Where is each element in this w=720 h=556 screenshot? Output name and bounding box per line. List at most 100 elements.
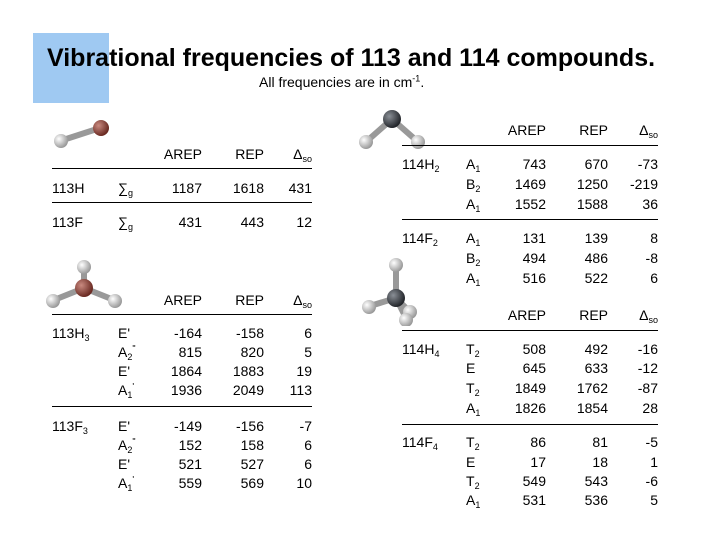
header-arep: AREP [163,146,202,162]
dso-value: -16 [637,341,658,357]
arep-value: 549 [522,473,546,489]
compound-114h2: 114H2 [402,156,440,174]
dso-value: 5 [650,492,658,508]
divider [402,219,658,220]
divider [402,330,658,331]
header-rep: REP [235,292,264,308]
arep-value: 516 [522,270,546,286]
dso-value: -7 [299,418,312,434]
symmetry-label: A1 [466,196,481,214]
rep-value: 486 [584,250,608,266]
rep-value: 2049 [232,382,264,398]
rep-value: 443 [240,214,264,230]
divider [402,424,658,425]
arep-value: 743 [522,156,546,172]
compound-114f2: 114F2 [402,230,438,248]
header-delta-so: Δso [639,307,658,325]
header-rep: REP [579,122,608,138]
header-delta-so: Δso [639,122,658,140]
symmetry-label: B2 [466,176,481,194]
arep-value: 86 [530,434,546,450]
symmetry-label: A2" [118,436,136,455]
dso-value: 6 [650,270,658,286]
rep-value: 1588 [576,196,608,212]
divider [52,314,312,315]
symmetry-label: A1 [466,400,481,418]
symmetry-label: A1 [466,492,481,510]
dso-value: 28 [642,400,658,416]
compound-113h3: 113H3 [52,325,90,343]
symmetry-label: E [466,360,476,376]
dso-value: -219 [629,176,658,192]
rep-value: 522 [584,270,608,286]
rep-value: -156 [235,418,264,434]
symmetry-label: ∑g [118,214,133,232]
molecule-113h3-icon [46,260,122,308]
rep-value: 527 [240,456,264,472]
divider [52,202,312,203]
dso-value: 6 [304,437,312,453]
compound-113h: 113H [52,180,85,196]
title-accent-square [33,33,109,103]
symmetry-label: A2" [118,343,136,362]
header-rep: REP [235,146,264,162]
arep-value: 1826 [514,400,546,416]
symmetry-label: E' [118,325,131,341]
symmetry-label: A1' [118,474,135,493]
compound-113f: 113F [52,214,83,230]
arep-value: 1936 [170,382,202,398]
molecule-113h-icon [54,120,109,148]
rep-value: 543 [584,473,608,489]
rep-value: 820 [240,344,264,360]
arep-value: -164 [173,325,202,341]
symmetry-label: A1 [466,270,481,288]
arep-value: 531 [522,492,546,508]
symmetry-label: E' [118,456,131,472]
rep-value: 569 [240,475,264,491]
arep-value: 521 [178,456,202,472]
symmetry-label: E' [118,418,131,434]
page-subtitle: All frequencies are in cm-1. [259,73,425,90]
rep-value: 1762 [576,380,608,396]
dso-value: 19 [296,363,312,379]
symmetry-label: E' [118,363,131,379]
symmetry-label: T2 [466,434,480,452]
arep-value: 431 [178,214,202,230]
arep-value: 494 [522,250,546,266]
dso-value: 10 [296,475,312,491]
symmetry-label: A1 [466,230,481,248]
divider [52,168,312,169]
header-arep: AREP [507,122,546,138]
dso-value: 8 [650,230,658,246]
arep-value: 1187 [171,180,202,196]
dso-value: -87 [637,380,658,396]
arep-value: 17 [530,454,546,470]
rep-value: -158 [235,325,264,341]
dso-value: -12 [637,360,658,376]
compound-114h4: 114H4 [402,341,440,359]
symmetry-label: B2 [466,250,481,268]
rep-value: 81 [592,434,608,450]
arep-value: 645 [522,360,546,376]
rep-value: 139 [584,230,608,246]
dso-value: -73 [637,156,658,172]
symmetry-label: T2 [466,380,480,398]
divider [402,145,658,146]
dso-value: 6 [304,325,312,341]
dso-value: 113 [289,382,312,398]
dso-value: 6 [304,456,312,472]
symmetry-label: T2 [466,473,480,491]
symmetry-label: A1' [118,381,135,400]
rep-value: 1618 [232,180,264,196]
rep-value: 633 [584,360,608,376]
symmetry-label: E [466,454,476,470]
molecule-114h2-icon [359,110,425,149]
arep-value: 1849 [514,380,546,396]
symmetry-label: ∑g [118,180,133,198]
arep-value: 815 [178,344,202,360]
symmetry-label: A1 [466,156,481,174]
rep-value: 1883 [232,363,264,379]
rep-value: 670 [584,156,608,172]
rep-value: 492 [584,341,608,357]
divider [52,406,312,407]
